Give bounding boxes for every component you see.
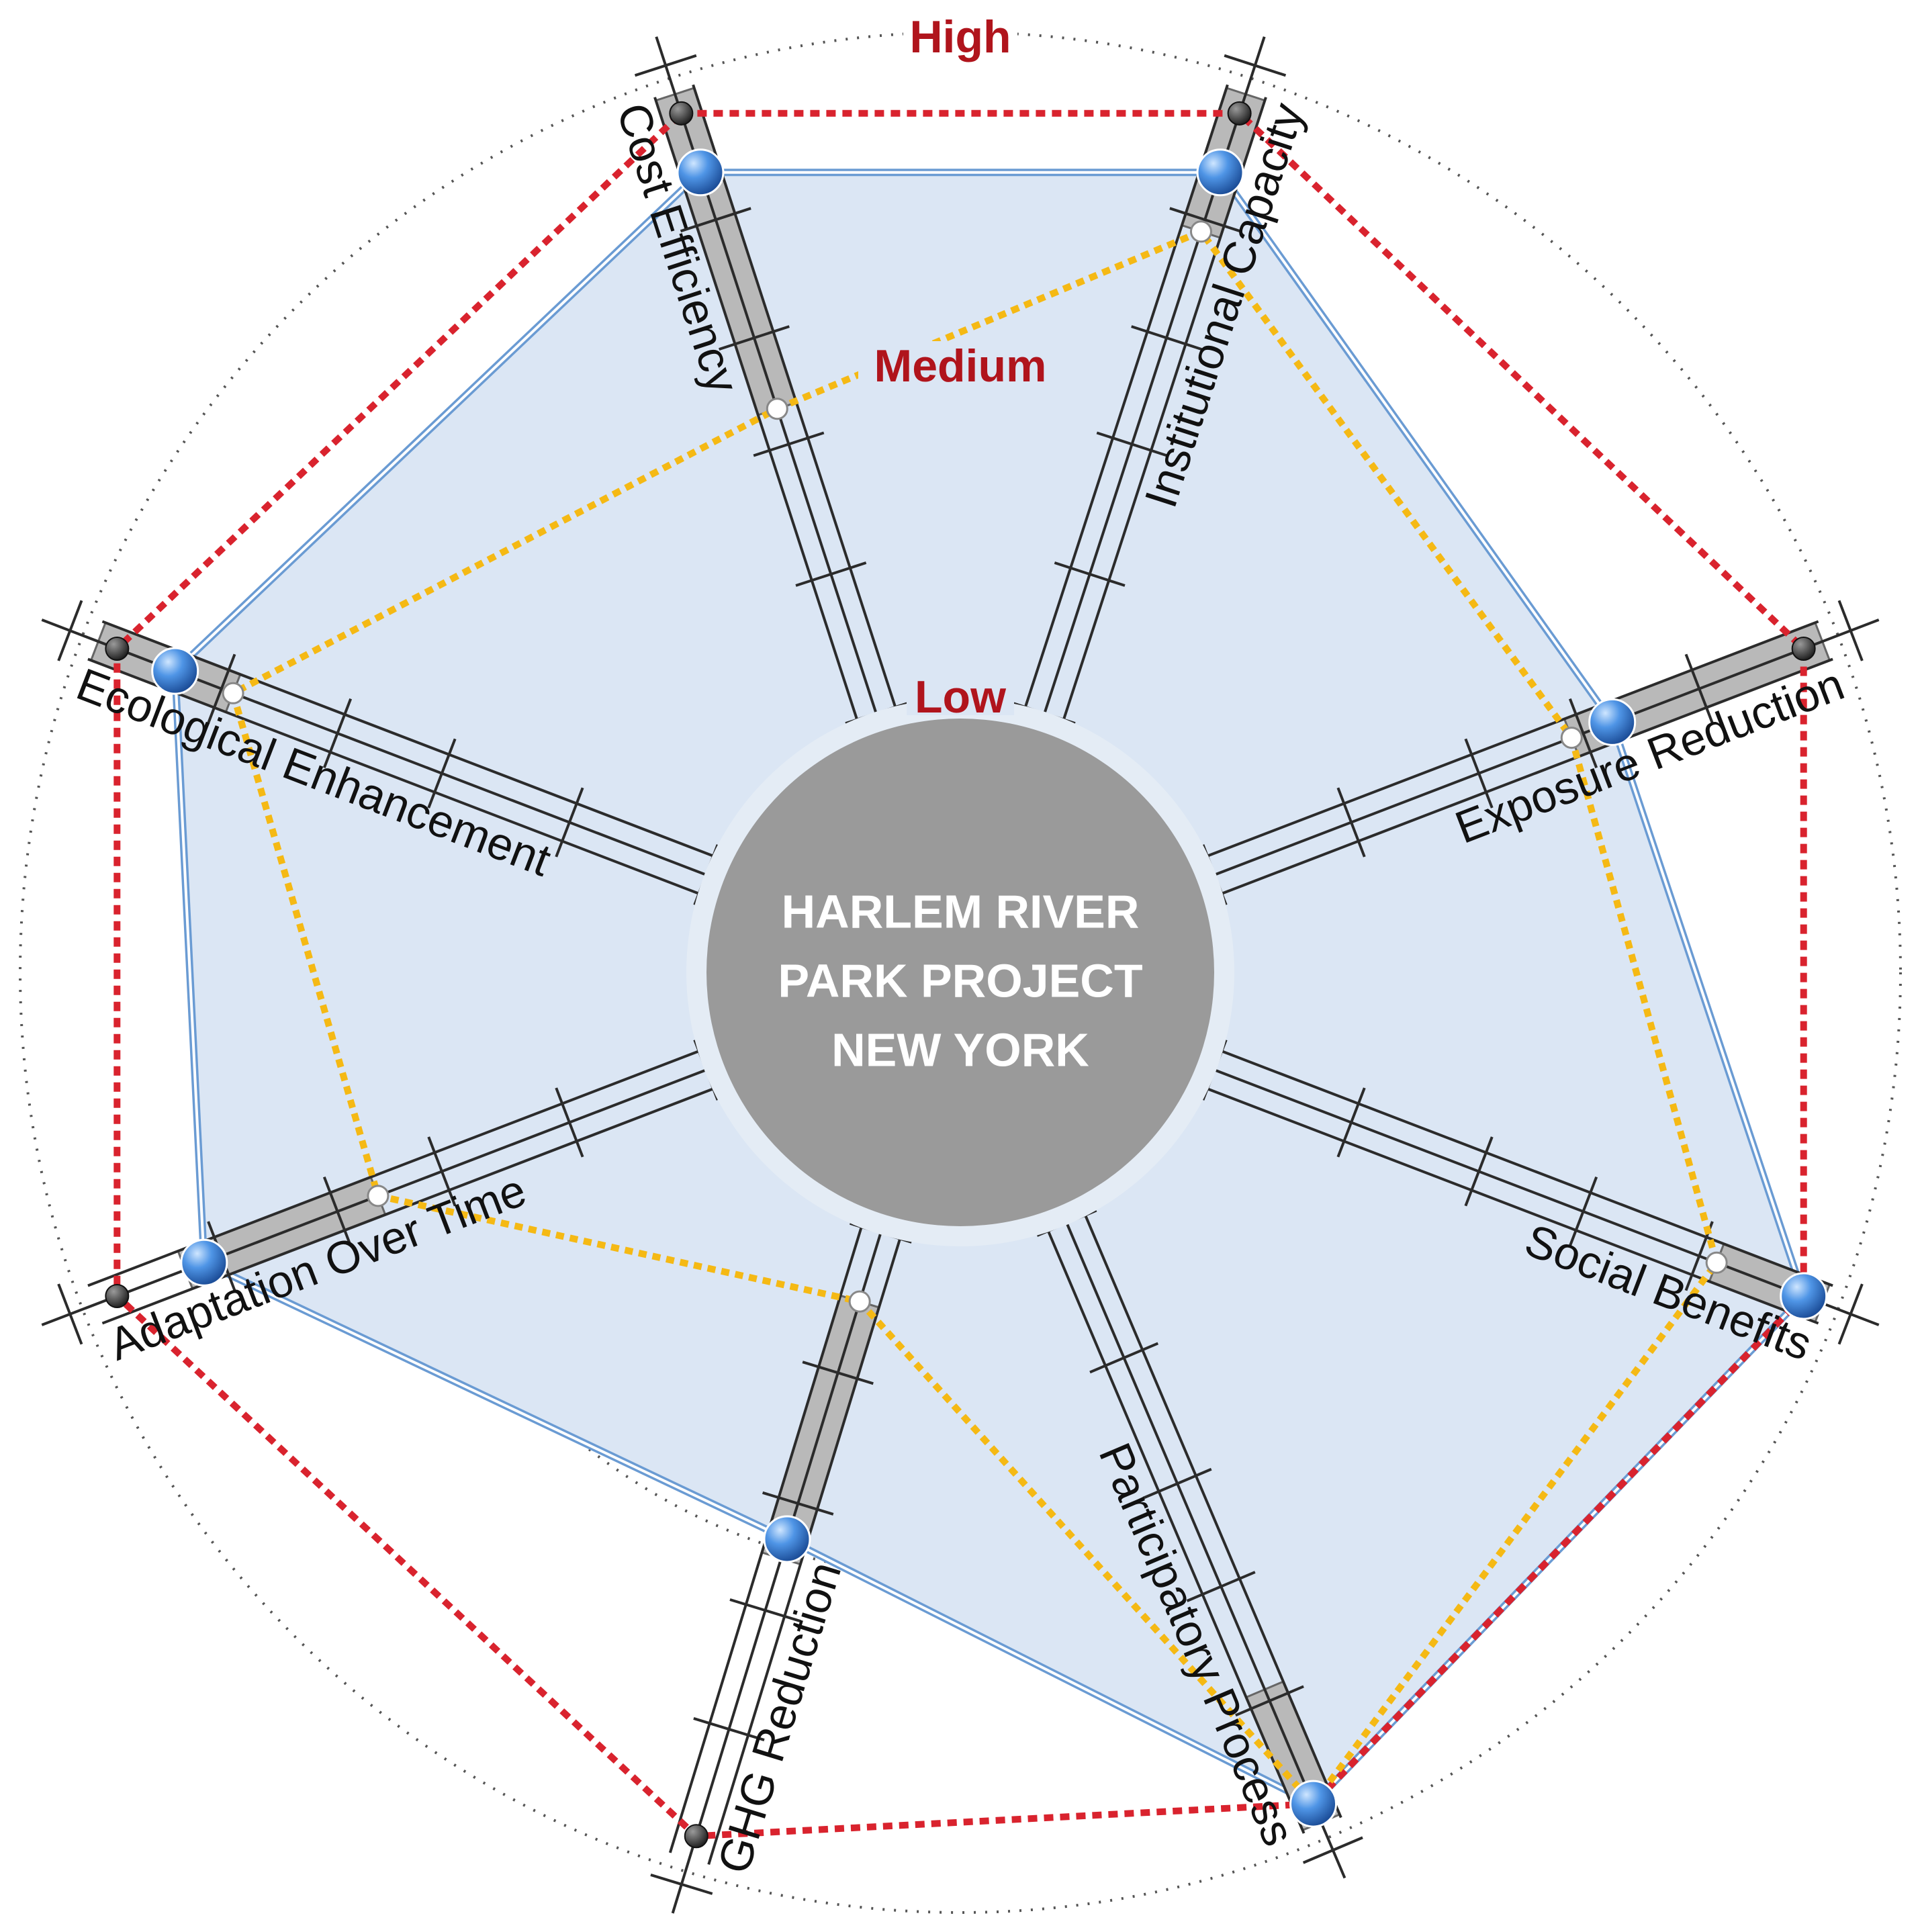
spoke-rail-right bbox=[1046, 1230, 1306, 1834]
low-label-backdrop bbox=[907, 675, 1014, 715]
high-marker-ghg-reduction bbox=[684, 1824, 708, 1849]
high-marker-cost-efficiency bbox=[669, 101, 694, 126]
spoke-rail-left bbox=[1084, 1214, 1342, 1819]
spoke-rail-right bbox=[1206, 1087, 1819, 1325]
high-benchmark-polygon bbox=[113, 109, 1807, 1840]
spoke-rail-left bbox=[1221, 1050, 1833, 1287]
spoke-rail-left bbox=[653, 97, 859, 721]
spoke-tick bbox=[322, 698, 353, 769]
spoke-tick bbox=[1464, 1136, 1494, 1207]
spoke-tick bbox=[1235, 1685, 1304, 1717]
project-marker-institutional-capacity bbox=[1196, 148, 1244, 197]
spoke-tick bbox=[322, 1176, 353, 1247]
central-hub: HARLEM RIVER PARK PROJECT NEW YORK bbox=[686, 698, 1234, 1246]
spoke-tick bbox=[1684, 653, 1714, 724]
benchmark-marker-ghg-reduction bbox=[848, 1290, 871, 1313]
spoke-tick bbox=[753, 431, 825, 457]
spoke-rail-right bbox=[1062, 97, 1267, 721]
low-level-label: Low bbox=[915, 672, 1007, 723]
spoke-tick bbox=[1568, 1176, 1598, 1247]
medium-level-label: Medium bbox=[874, 340, 1047, 392]
spoke-rail-center bbox=[671, 1232, 882, 1914]
high-marker-institutional-capacity bbox=[1227, 101, 1252, 126]
benchmark-marker-adaptation-over-time bbox=[367, 1185, 390, 1207]
project-marker-adaptation-over-time bbox=[180, 1238, 228, 1287]
benchmark-marker-cost-efficiency bbox=[766, 398, 788, 420]
spoke-tick bbox=[1186, 1571, 1256, 1602]
spoke-outer-cap bbox=[1837, 1283, 1864, 1345]
spoke-tick bbox=[1464, 738, 1494, 809]
spoke-tick bbox=[1336, 787, 1366, 858]
project-marker-social-benefits bbox=[1780, 1272, 1828, 1320]
spoke-rail-right bbox=[1221, 657, 1833, 895]
spoke-tick bbox=[1054, 561, 1126, 587]
spoke-tick bbox=[555, 787, 584, 858]
spoke-tick bbox=[1131, 325, 1202, 351]
spoke-outer-cap bbox=[57, 600, 83, 661]
benchmark-marker-ecological-enhancement bbox=[222, 682, 244, 704]
spoke-tick bbox=[427, 738, 457, 809]
spoke-tick bbox=[795, 561, 867, 587]
spoke-participatory-process bbox=[1036, 1208, 1363, 1879]
project-marker-exposure-reduction bbox=[1588, 698, 1637, 746]
spoke-rail-left bbox=[1023, 84, 1229, 708]
project-marker-participatory-process bbox=[1289, 1780, 1338, 1828]
spoke-tick bbox=[555, 1087, 584, 1158]
benchmark-marker-exposure-reduction bbox=[1560, 727, 1583, 749]
spoke-rail-center bbox=[1214, 618, 1880, 876]
benchmark-marker-institutional-capacity bbox=[1189, 220, 1212, 243]
center-title-line-2: PARK PROJECT bbox=[778, 954, 1142, 1007]
spoke-tick bbox=[1169, 207, 1241, 233]
spoke-tick bbox=[693, 1717, 765, 1741]
spoke-outer-cap bbox=[634, 54, 697, 77]
spoke-tick bbox=[1096, 431, 1168, 457]
spoke-tick bbox=[207, 653, 236, 724]
spoke-outer-cap bbox=[57, 1283, 83, 1345]
project-marker-cost-efficiency bbox=[676, 148, 725, 197]
spoke-rail-center bbox=[41, 618, 707, 876]
center-title-line-3: NEW YORK bbox=[831, 1023, 1089, 1076]
spoke-outer-cap bbox=[1224, 54, 1287, 77]
spoke-rail-left bbox=[87, 657, 700, 895]
spoke-tick bbox=[762, 1491, 834, 1516]
medium-label-backdrop bbox=[858, 341, 1062, 395]
hub-disc bbox=[706, 719, 1214, 1226]
high-marker-ecological-enhancement bbox=[105, 636, 130, 661]
spoke-tick bbox=[1142, 1467, 1212, 1500]
spoke-rail-right bbox=[101, 620, 715, 858]
spoke-tick bbox=[729, 1598, 801, 1623]
project-marker-ecological-enhancement bbox=[151, 647, 199, 695]
project-marker-ghg-reduction bbox=[763, 1515, 811, 1563]
level-labels: High Medium Low bbox=[858, 8, 1062, 723]
spoke-outer-cap bbox=[1302, 1836, 1363, 1864]
spoke-tick bbox=[680, 207, 751, 233]
center-title-line-1: HARLEM RIVER bbox=[782, 885, 1140, 937]
high-level-label: High bbox=[909, 11, 1011, 62]
spoke-outer-cap bbox=[1837, 600, 1864, 661]
spoke-rail-center bbox=[655, 36, 878, 715]
spoke-rail-center bbox=[1214, 1068, 1880, 1326]
high-marker-exposure-reduction bbox=[1791, 636, 1816, 661]
spoke-tick bbox=[1089, 1342, 1159, 1374]
spoke-tick bbox=[1568, 698, 1598, 769]
spoke-rail-center bbox=[1065, 1222, 1346, 1879]
spoke-rail-right bbox=[692, 84, 897, 708]
benchmark-marker-social-benefits bbox=[1705, 1251, 1728, 1274]
spoke-rail-center bbox=[1043, 36, 1266, 715]
spoke-tick bbox=[802, 1361, 874, 1385]
spoke-rail-left bbox=[1206, 620, 1819, 858]
spoke-tick bbox=[427, 1136, 457, 1207]
high-marker-adaptation-over-time bbox=[105, 1284, 130, 1309]
spoke-tick bbox=[719, 325, 790, 351]
spoke-outer-cap bbox=[650, 1874, 713, 1895]
spoke-tick bbox=[1336, 1087, 1366, 1158]
high-label-backdrop bbox=[903, 8, 1017, 62]
score-markers bbox=[105, 101, 1828, 1849]
